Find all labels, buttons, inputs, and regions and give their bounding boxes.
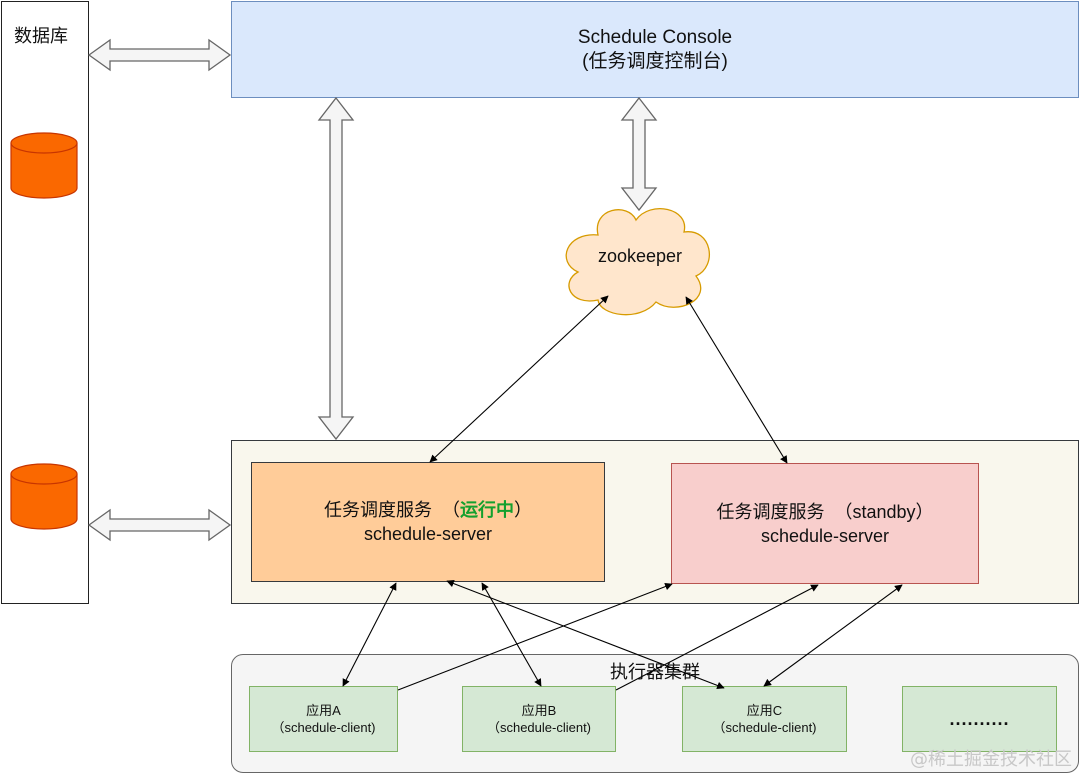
db-server-double-arrow: [87, 508, 232, 542]
database-cylinder-icon-bottom: [10, 463, 78, 530]
active-server-paren-open: （: [437, 500, 461, 520]
zk-active-server-connector: [429, 295, 609, 463]
database-title: 数据库: [14, 26, 68, 47]
console-server-double-arrow: [317, 96, 355, 441]
client-app-b-name: 应用B: [521, 703, 557, 718]
console-title: Schedule Console: [577, 26, 733, 48]
db-console-double-arrow: [87, 38, 232, 72]
active-client-c-connector: [446, 579, 725, 690]
client-more: ..........: [902, 686, 1057, 752]
standby-server-name: schedule-server: [760, 525, 890, 546]
database-cylinder-icon-top: [10, 132, 78, 199]
standby-server-paren-close: ）: [915, 501, 934, 522]
client-app-c-sub: （schedule-client): [712, 720, 817, 735]
standby-server-title: 任务调度服务: [716, 501, 825, 522]
active-server-status: 运行中: [460, 500, 515, 520]
client-more-ellipsis: ..........: [949, 708, 1010, 729]
zookeeper-label: zookeeper: [597, 246, 683, 266]
console-zookeeper-double-arrow: [620, 96, 658, 212]
active-server-title: 任务调度服务: [323, 500, 432, 520]
client-app-b-sub: （schedule-client): [486, 720, 592, 735]
standby-client-c-connector: [763, 584, 903, 687]
console-subtitle: (任务调度控制台): [582, 50, 728, 72]
standby-server-box: 任务调度服务 （standby） schedule-server: [671, 463, 979, 584]
client-b-standby-connector: [615, 584, 819, 691]
active-client-a-connector: [342, 582, 397, 687]
client-app-a: 应用A （schedule-client): [249, 686, 398, 752]
client-app-c: 应用C （schedule-client): [682, 686, 847, 752]
client-app-a-sub: （schedule-client): [271, 720, 376, 735]
active-server-box: 任务调度服务 （运行中） schedule-server: [251, 462, 605, 582]
active-server-paren-close: ）: [514, 500, 533, 520]
standby-server-paren-open: （: [829, 501, 853, 522]
client-app-a-name: 应用A: [306, 703, 341, 718]
active-server-name: schedule-server: [363, 524, 493, 544]
client-app-c-name: 应用C: [746, 703, 783, 718]
zk-standby-server-connector: [685, 296, 788, 464]
standby-server-status: standby: [852, 501, 916, 522]
watermark-text: @稀土掘金技术社区: [910, 749, 1072, 770]
client-a-standby-connector: [397, 582, 673, 691]
schedule-console-box: Schedule Console (任务调度控制台): [231, 1, 1079, 98]
